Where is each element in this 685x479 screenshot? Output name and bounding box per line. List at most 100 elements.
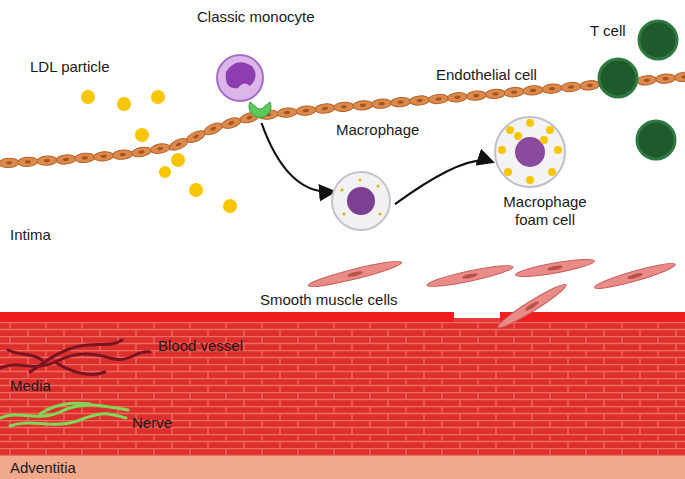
endothelial-cell	[74, 152, 95, 163]
lipid-droplet	[548, 168, 556, 176]
endothelial-cell	[131, 146, 152, 159]
endothelial-nucleus	[284, 111, 290, 115]
ldl-label: LDL particle	[30, 58, 109, 76]
endothelial-cell	[150, 142, 171, 155]
endothelial-nucleus	[587, 83, 593, 87]
lipid-droplet	[540, 136, 548, 144]
endothelial-cell	[655, 73, 676, 84]
endothelial-nucleus	[120, 153, 126, 157]
endothelial-nucleus	[681, 75, 685, 79]
blood-vessel-label: Blood vessel	[158, 337, 243, 355]
layer-name: Intima	[10, 226, 51, 244]
endothelial-nucleus	[303, 109, 309, 113]
endothelial-nucleus	[341, 105, 347, 109]
macrophage-nucleus	[347, 187, 375, 215]
endothelium-label: Endothelial cell	[436, 66, 537, 84]
lipid-droplet	[546, 126, 554, 134]
endothelial-nucleus	[82, 156, 88, 160]
lipid-droplet	[377, 185, 380, 188]
endothelial-nucleus	[360, 103, 366, 107]
endothelial-cell	[202, 121, 224, 138]
endothelial-cell	[333, 101, 354, 112]
endothelial-nucleus	[101, 154, 107, 158]
endothelial-nucleus	[416, 99, 422, 103]
endothelial-cell	[390, 97, 411, 108]
endothelium	[0, 71, 685, 169]
lipid-droplet	[506, 126, 514, 134]
endothelial-nucleus	[492, 92, 498, 96]
cell-label: Macrophage foam cell	[486, 193, 604, 229]
internal-elastic-lamina	[0, 312, 685, 322]
lipid-droplet	[379, 213, 382, 216]
smooth-muscle-label: Smooth muscle cells	[260, 291, 398, 309]
lipid-droplet	[514, 132, 522, 140]
endothelial-cell	[504, 87, 525, 98]
endothelial-cell	[220, 116, 242, 131]
macrophage-node: Macrophage	[328, 118, 428, 236]
ldl-particles	[81, 90, 237, 213]
foam-cell-node: Macrophage foam cell	[482, 108, 607, 243]
endothelial-cell	[542, 83, 563, 94]
endothelial-cell	[523, 85, 544, 96]
endothelial-cell	[18, 157, 38, 167]
cell-drawing	[210, 48, 276, 120]
endothelial-nucleus	[157, 146, 163, 150]
receptor	[249, 102, 271, 118]
endothelial-cell	[636, 75, 657, 86]
endothelial-cell	[428, 94, 449, 105]
endothelial-nucleus	[228, 121, 235, 126]
endothelial-cell	[409, 95, 430, 106]
cell-drawing	[330, 170, 392, 232]
endothelial-nucleus	[175, 142, 182, 147]
endothelial-nucleus	[63, 158, 69, 162]
nerve	[0, 403, 128, 426]
endothelial-nucleus	[549, 87, 555, 91]
monocyte-body	[217, 55, 263, 101]
cell-label: Macrophage	[336, 121, 419, 139]
endothelial-nucleus	[210, 126, 217, 131]
endothelial-nucleus	[246, 115, 253, 120]
endothelial-cell	[314, 103, 335, 114]
lipid-droplet	[498, 146, 506, 154]
endothelial-cell	[485, 88, 506, 99]
endothelial-cell	[277, 107, 298, 118]
curved-arrow	[262, 123, 334, 192]
nerve-label: Nerve	[132, 414, 172, 432]
blood-vessel	[0, 340, 150, 374]
endothelial-nucleus	[322, 107, 328, 111]
t-cell-label: T cell	[590, 22, 626, 40]
lamina-gap	[454, 318, 500, 322]
endothelial-cell	[371, 98, 392, 109]
lipid-droplet	[359, 179, 362, 182]
endothelial-cell	[580, 80, 601, 91]
curved-arrow	[395, 160, 492, 204]
endothelial-nucleus	[435, 97, 441, 101]
endothelial-nucleus	[662, 77, 668, 81]
endothelial-nucleus	[6, 161, 12, 165]
macrophage-body	[332, 172, 390, 230]
endothelial-cell	[56, 154, 77, 165]
layer-name: Adventitia	[10, 459, 76, 477]
endothelial-nucleus	[397, 100, 403, 104]
lipid-droplet	[526, 176, 534, 184]
endothelial-cell	[447, 92, 468, 103]
monocyte-node: Classic monocyte	[195, 6, 340, 126]
endothelial-nucleus	[644, 78, 650, 82]
foam-cell-body	[495, 117, 565, 187]
lipid-droplet	[526, 119, 534, 127]
endothelial-cell	[93, 151, 114, 162]
endothelial-cell	[466, 90, 487, 101]
endothelial-nucleus	[473, 94, 479, 98]
endothelial-cell	[561, 82, 582, 93]
media-layer	[0, 318, 685, 458]
endothelial-nucleus	[44, 159, 50, 163]
endothelial-cell	[37, 156, 57, 166]
endothelial-cell	[674, 71, 685, 82]
layer-name: Media	[10, 377, 51, 395]
endothelial-cell	[0, 158, 19, 168]
t-cells	[599, 21, 677, 159]
lipid-droplet	[343, 213, 346, 216]
cell-label: Classic monocyte	[197, 8, 315, 26]
cell-drawing	[490, 112, 570, 192]
endothelial-nucleus	[568, 85, 574, 89]
